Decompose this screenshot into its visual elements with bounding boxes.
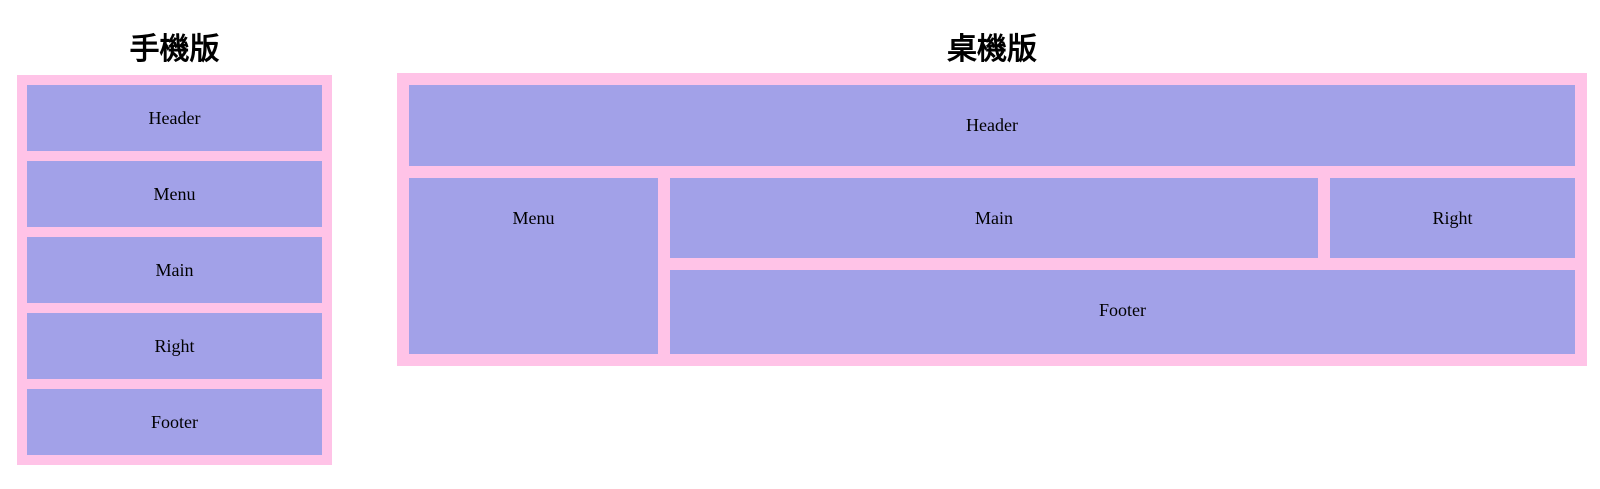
mobile-right-box: Right	[27, 313, 322, 379]
desktop-layout-container: Header Menu Main Right Footer	[397, 73, 1587, 366]
mobile-footer-box: Footer	[27, 389, 322, 455]
desktop-header-box: Header	[409, 85, 1575, 166]
desktop-menu-box: Menu	[409, 178, 658, 354]
mobile-version-title: 手機版	[129, 32, 220, 66]
desktop-main-box: Main	[670, 178, 1318, 258]
desktop-footer-box: Footer	[670, 270, 1575, 354]
mobile-header-box: Header	[27, 85, 322, 151]
mobile-main-box: Main	[27, 237, 322, 303]
desktop-version-title: 桌機版	[947, 32, 1037, 66]
mobile-menu-box: Menu	[27, 161, 322, 227]
mobile-layout-container: Header Menu Main Right Footer	[17, 75, 332, 465]
desktop-right-box: Right	[1330, 178, 1575, 258]
